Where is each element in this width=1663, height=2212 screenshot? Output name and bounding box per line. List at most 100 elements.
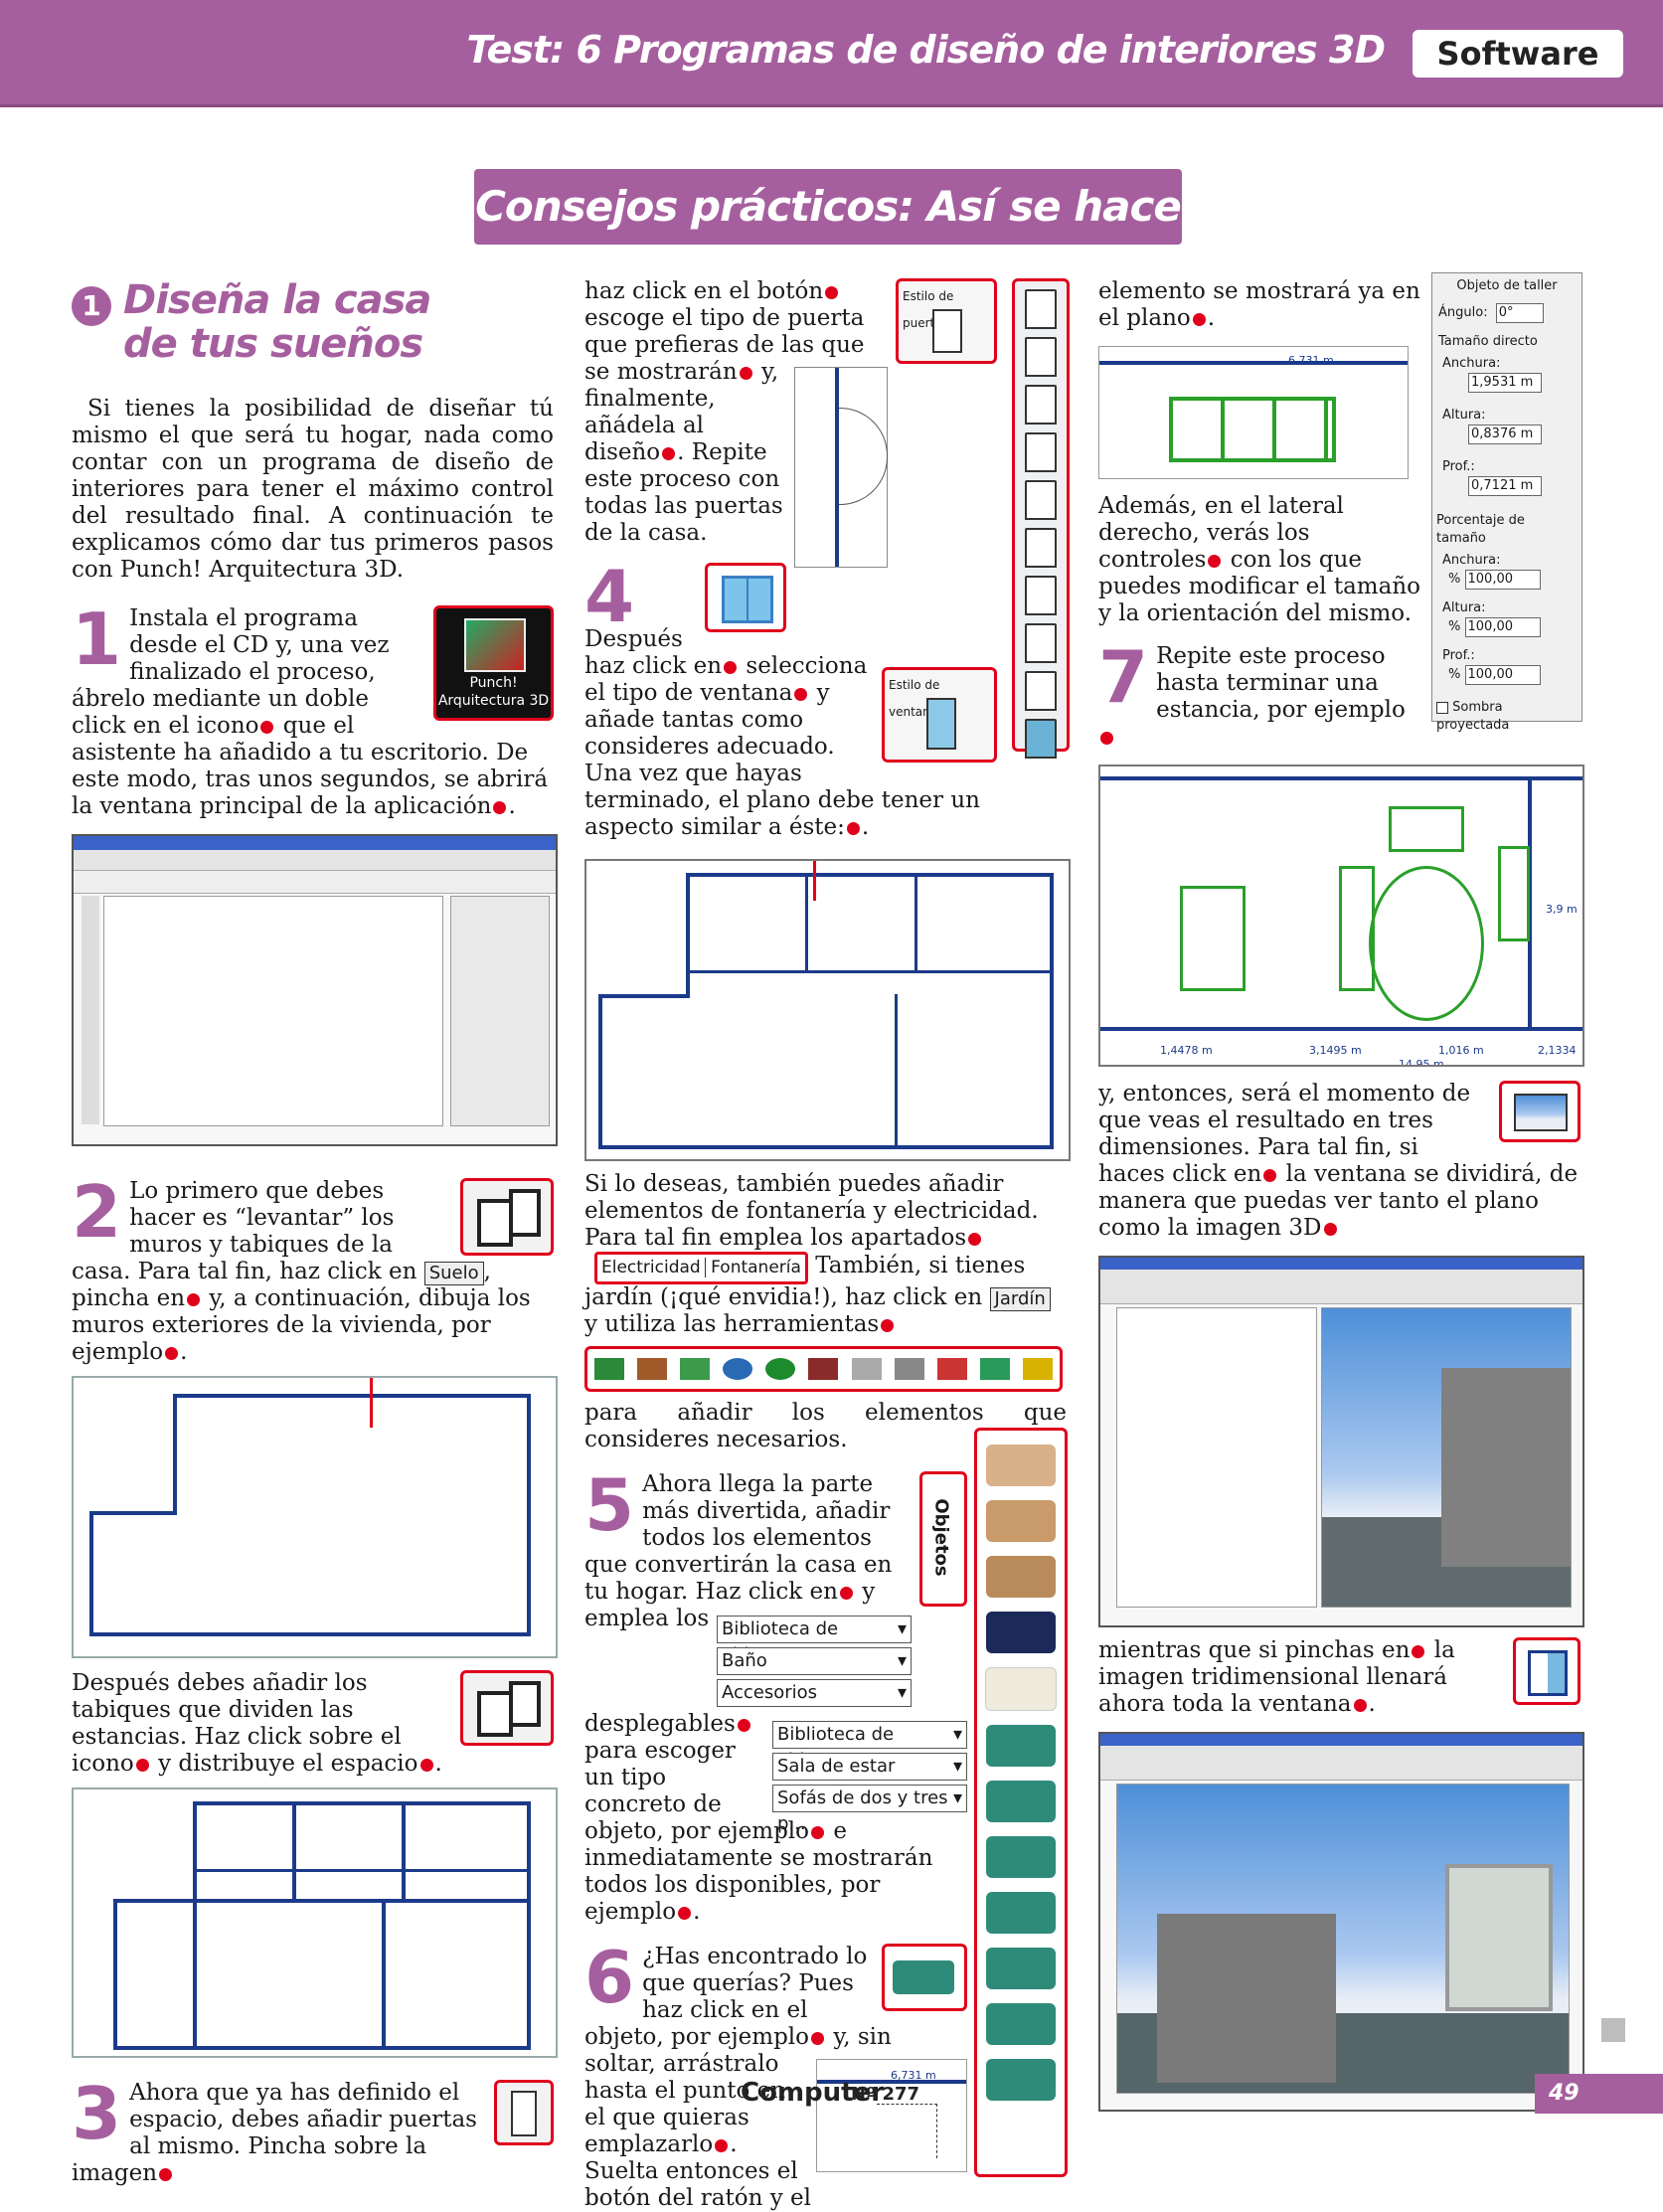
door-style-icon[interactable] — [1025, 289, 1057, 329]
step-text: Lo primero que debes hacer es “levantar”… — [72, 1178, 417, 1284]
shadow-checkbox[interactable] — [1436, 701, 1448, 714]
step-text: y emplea los desplegables — [584, 1579, 876, 1737]
furniture-thumbnail[interactable] — [986, 1556, 1056, 1598]
garden-tool-icon[interactable] — [808, 1358, 839, 1380]
column-3: Objeto de taller Ángulo: 0° Tamaño direc… — [1098, 272, 1584, 2112]
garden-tool-icon[interactable] — [765, 1358, 796, 1380]
category-dropdown[interactable]: Baño — [717, 1647, 912, 1675]
partition-tool-icon[interactable] — [460, 1670, 554, 1746]
height-label: Altura: — [1442, 408, 1486, 423]
exterior-walls-plan — [72, 1376, 558, 1658]
sofa-object-thumbnail[interactable] — [882, 1944, 967, 2011]
percent-depth-label: Prof.: — [1442, 648, 1475, 663]
callout-dot — [419, 1758, 433, 1772]
furniture-thumbnail[interactable] — [986, 1725, 1056, 1767]
dimension-label: 3,1495 m — [1309, 1044, 1362, 1057]
plan-measure: 6,731 m — [891, 2069, 936, 2082]
callout-dot — [739, 366, 752, 380]
door-style-icon[interactable] — [1025, 528, 1057, 568]
dimension-label: 14,95 m — [1399, 1058, 1444, 1067]
door-style-icon[interactable] — [1025, 432, 1057, 472]
percent-depth-field[interactable]: 100,00 — [1464, 665, 1541, 685]
door-style-icon[interactable] — [1025, 671, 1057, 711]
door-styles-toolbar[interactable] — [1012, 278, 1070, 759]
callout-dot — [1263, 1168, 1277, 1182]
garden-tool-icon[interactable] — [936, 1358, 967, 1380]
door-image-icon[interactable] — [494, 2080, 554, 2145]
furniture-thumbnail[interactable] — [986, 1836, 1056, 1878]
callout-dot — [794, 687, 808, 701]
furniture-thumbnail[interactable] — [986, 1948, 1056, 1989]
split-view-button[interactable] — [1499, 1081, 1580, 1142]
window-style-button[interactable]: Estilo de ventana: — [882, 667, 997, 763]
subcategory-dropdown[interactable]: Sofás de dos y tres p... — [772, 1785, 967, 1834]
objects-library-panel[interactable] — [974, 1428, 1068, 2177]
furniture-thumbnail[interactable] — [986, 1892, 1056, 1934]
garden-tool-icon[interactable] — [851, 1358, 882, 1380]
door-style-icon[interactable] — [1025, 337, 1057, 377]
door-style-icon[interactable] — [1025, 719, 1057, 759]
percent-height-field[interactable]: 100,00 — [1464, 617, 1541, 637]
split-view-screenshot — [1098, 1256, 1584, 1627]
tab-electricidad[interactable]: Electricidad — [601, 1258, 706, 1277]
step-text: para añadir los elementos que consideres… — [584, 1400, 1067, 1452]
furniture-thumbnail[interactable] — [985, 1667, 1057, 1711]
step-text: escoge el tipo de puerta que prefieras d… — [584, 305, 865, 385]
furniture-thumbnail[interactable] — [986, 1612, 1056, 1653]
furniture-thumbnail[interactable] — [986, 1500, 1056, 1542]
garden-tool-icon[interactable] — [980, 1358, 1011, 1380]
page-number: 49 — [1535, 2074, 1663, 2114]
depth-field[interactable]: 0,7121 m — [1468, 476, 1542, 496]
door-style-icon[interactable] — [1025, 385, 1057, 425]
utility-tabs[interactable]: Electricidad Fontanería — [594, 1252, 808, 1284]
furniture-thumbnail[interactable] — [986, 1781, 1056, 1822]
punch-logo-icon — [464, 618, 526, 672]
furniture-thumbnail[interactable] — [986, 1445, 1056, 1486]
wall-tool-icon[interactable] — [460, 1178, 554, 1256]
step-text: que el asistente ha añadido a tu escrito… — [72, 713, 549, 819]
floor-dropdown[interactable]: Suelo — [423, 1262, 484, 1285]
subcategory-dropdown[interactable]: Accesorios — [717, 1679, 912, 1707]
decorative-square — [1601, 2018, 1625, 2042]
window-tool-icon[interactable] — [705, 563, 786, 632]
percent-width-field[interactable]: 100,00 — [1464, 570, 1541, 590]
door-style-button[interactable]: Estilo de puerta: — [896, 278, 997, 364]
step-text: , pincha en — [72, 1259, 491, 1311]
issue-number: Nº 277 — [851, 2084, 920, 2105]
garden-toolbar[interactable] — [584, 1346, 1063, 1392]
selected-sofa[interactable] — [1169, 397, 1336, 462]
callout-dot — [715, 2138, 729, 2152]
garden-button[interactable]: Jardín — [989, 1287, 1051, 1311]
garden-tool-icon[interactable] — [636, 1358, 667, 1380]
step-number: 1 — [72, 597, 122, 681]
dimension-label: 1,016 m — [1438, 1044, 1484, 1057]
furniture-thumbnail[interactable] — [986, 2003, 1056, 2045]
category-dropdown[interactable]: Sala de estar — [772, 1753, 967, 1781]
furniture-thumbnail[interactable] — [986, 2059, 1056, 2101]
punch-app-icon[interactable]: Punch! Arquitectura 3D — [433, 605, 554, 721]
object-properties-panel[interactable]: Objeto de taller Ángulo: 0° Tamaño direc… — [1431, 272, 1582, 733]
width-field[interactable]: 1,9531 m — [1468, 373, 1542, 393]
step-text: Además, en el lateral derecho, verás los… — [1098, 493, 1344, 573]
angle-field[interactable]: 0° — [1495, 303, 1544, 323]
door-style-icon[interactable] — [1025, 576, 1057, 615]
garden-tool-icon[interactable] — [679, 1358, 710, 1380]
garden-tool-icon[interactable] — [894, 1358, 924, 1380]
library-dropdown[interactable]: Biblioteca de objeto... — [772, 1721, 967, 1771]
door-style-icon[interactable] — [1025, 480, 1057, 520]
callout-dot — [260, 720, 274, 734]
callout-dot — [678, 1906, 692, 1920]
garden-tool-icon[interactable] — [723, 1358, 753, 1380]
door-style-icon[interactable] — [1025, 623, 1057, 663]
objects-tab[interactable]: Objetos — [919, 1471, 967, 1607]
tab-fontaneria[interactable]: Fontanería — [711, 1258, 801, 1277]
callout-dot — [811, 2031, 824, 2045]
library-dropdown[interactable]: Biblioteca de objeto... — [717, 1616, 912, 1665]
section-banner: Consejos prácticos: Así se hace — [474, 169, 1182, 245]
garden-tool-icon[interactable] — [593, 1358, 624, 1380]
objects-tab-label: Objetos — [930, 1498, 952, 1577]
step-text: Después debes añadir los tabiques que di… — [72, 1670, 402, 1777]
full-3d-view-button[interactable] — [1513, 1637, 1580, 1705]
garden-tool-icon[interactable] — [1023, 1358, 1054, 1380]
height-field[interactable]: 0,8376 m — [1468, 425, 1542, 444]
